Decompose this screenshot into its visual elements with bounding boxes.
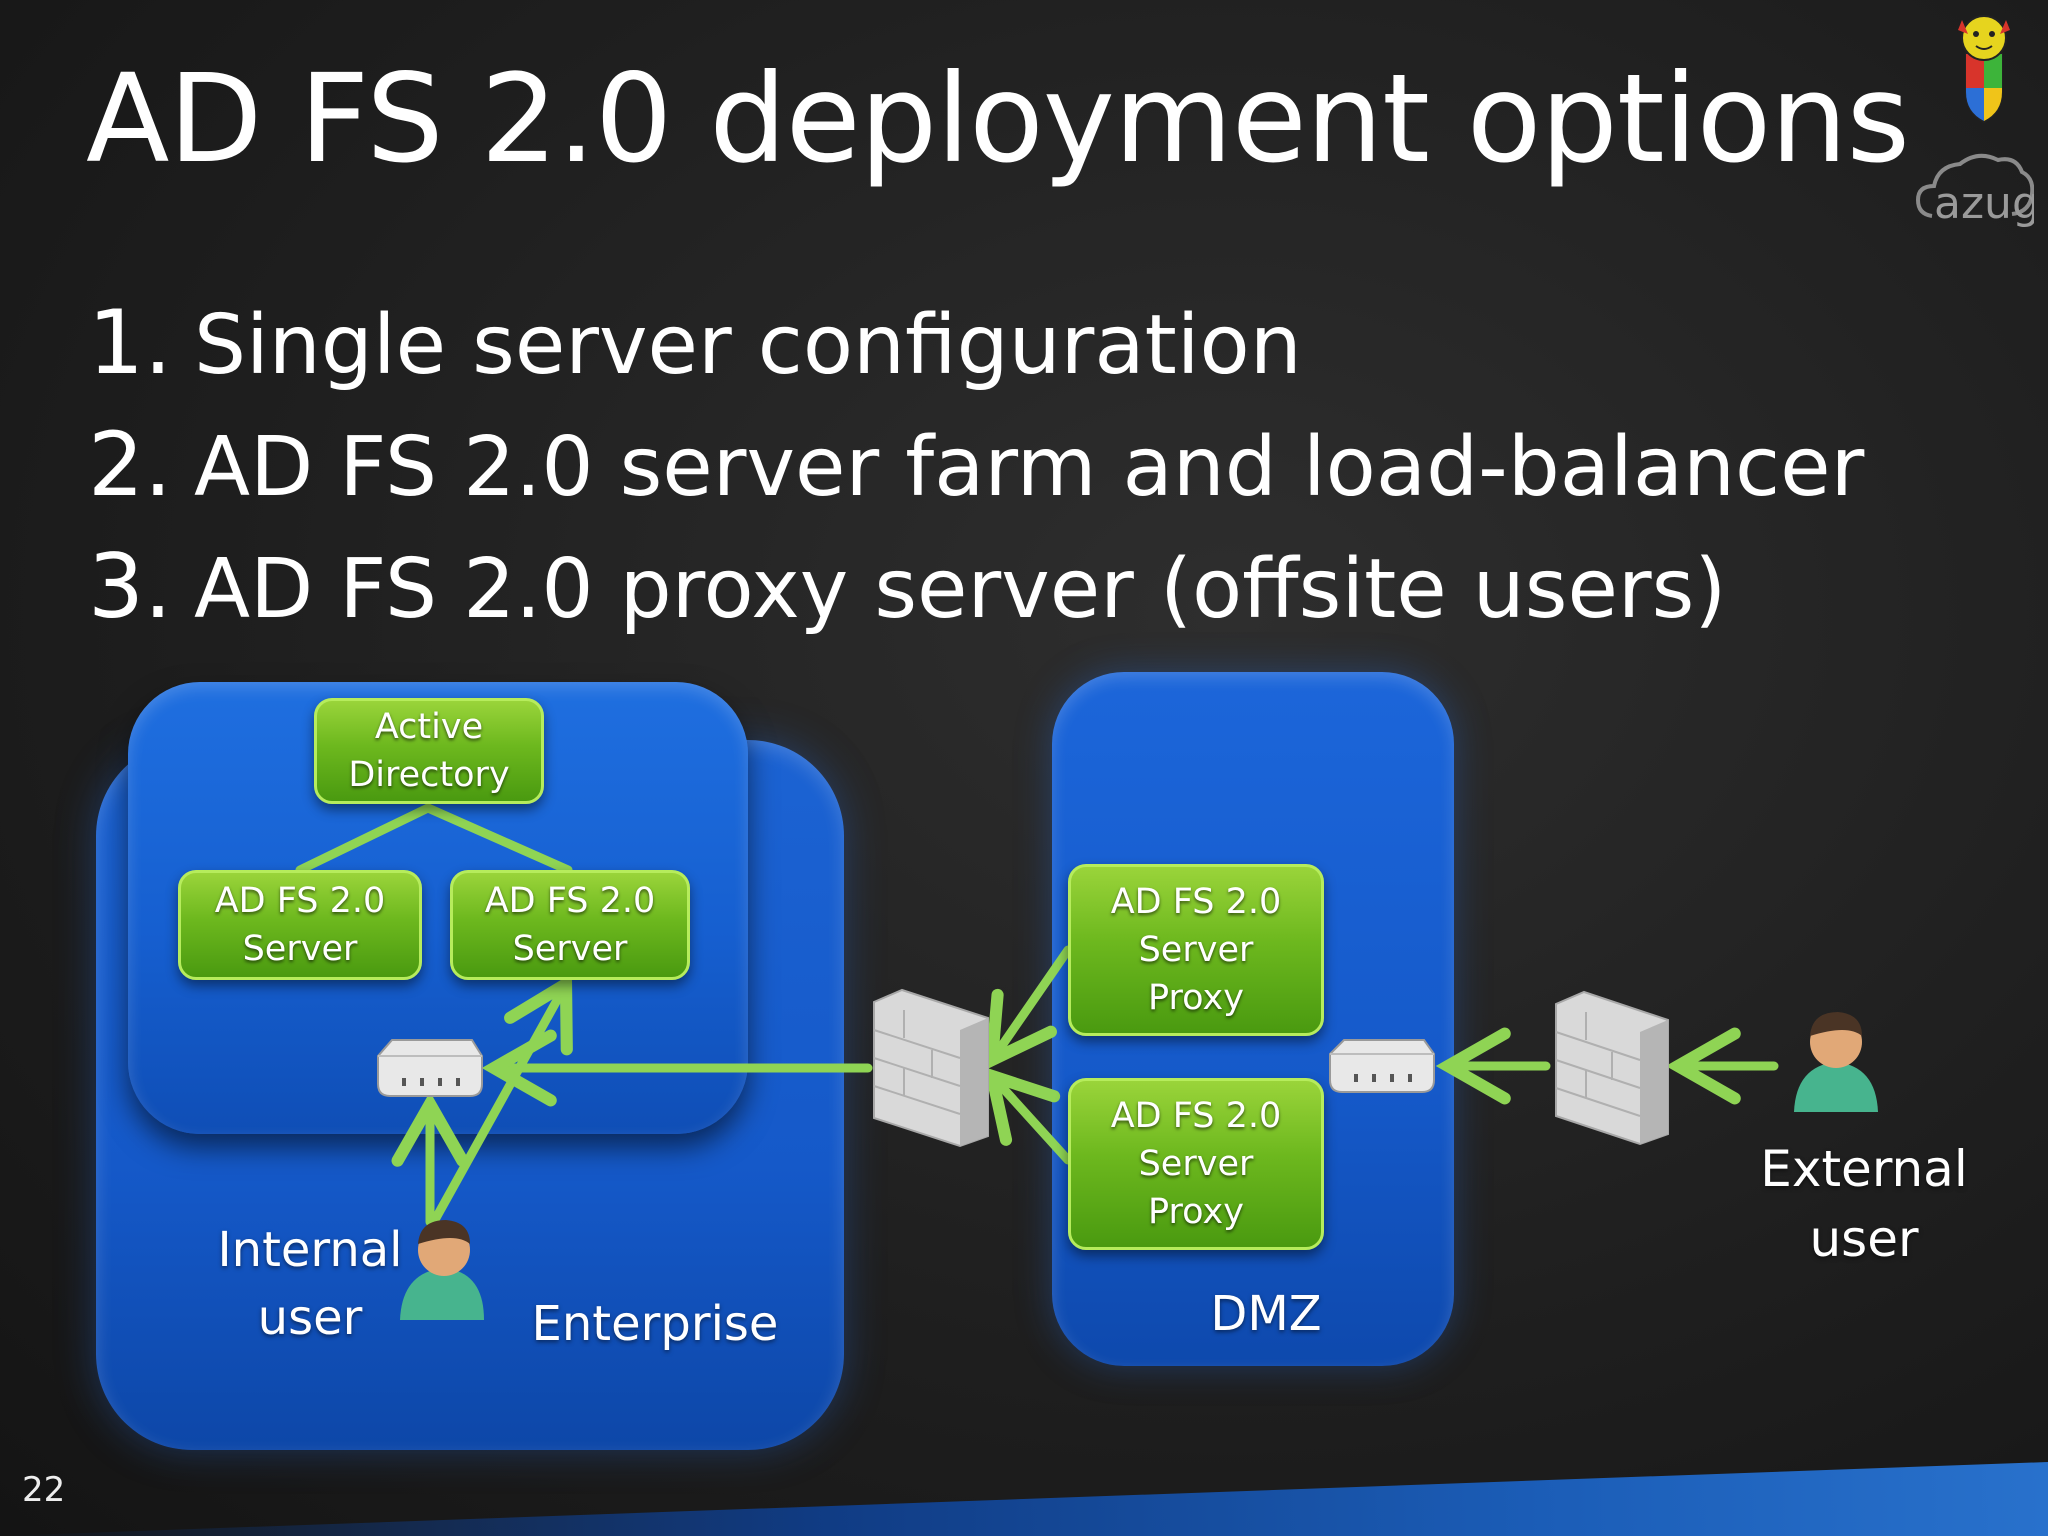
load-balancer-icon xyxy=(377,1039,483,1097)
link-ad-server1 xyxy=(295,803,433,875)
slide-title: AD FS 2.0 deployment options xyxy=(86,48,1910,190)
logo-icon: azug xyxy=(1904,0,2040,240)
adfs-proxy-node: AD FS 2.0 Server Proxy xyxy=(1068,1078,1324,1250)
option-text: AD FS 2.0 proxy server (offsite users) xyxy=(193,542,1727,637)
external-user-label: External user xyxy=(1760,1140,1968,1268)
user-icon xyxy=(1794,1012,1878,1112)
option-number: 2. xyxy=(88,413,172,516)
adfs-server-node: AD FS 2.0 Server xyxy=(178,870,422,980)
options-list: 1.Single server configuration 2.AD FS 2.… xyxy=(88,282,1864,648)
page-number: 22 xyxy=(22,1470,66,1510)
adfs-server-node: AD FS 2.0 Server xyxy=(450,870,690,980)
firewall-icon xyxy=(873,988,989,1148)
firewall-icon xyxy=(1555,990,1669,1146)
active-directory-node: Active Directory xyxy=(314,698,544,804)
link-ad-server2 xyxy=(423,803,573,875)
load-balancer-icon xyxy=(1329,1039,1435,1093)
arrow-proxy1-to-firewall xyxy=(985,945,1073,1071)
option-number: 3. xyxy=(88,535,172,638)
enterprise-label: Enterprise xyxy=(531,1296,779,1352)
internal-user-label: Internal user xyxy=(217,1222,403,1346)
adfs-proxy-node: AD FS 2.0 Server Proxy xyxy=(1068,864,1324,1036)
user-icon xyxy=(400,1220,484,1320)
option-item: 2.AD FS 2.0 server farm and load-balance… xyxy=(88,404,1864,526)
option-text: AD FS 2.0 server farm and load-balancer xyxy=(193,420,1865,515)
dmz-label: DMZ xyxy=(1210,1286,1322,1342)
option-item: 3.AD FS 2.0 proxy server (offsite users) xyxy=(88,526,1864,648)
option-number: 1. xyxy=(88,291,172,394)
arrow-proxy2-to-firewall xyxy=(983,1066,1073,1165)
option-item: 1.Single server configuration xyxy=(88,282,1864,404)
logo-text: azug xyxy=(1934,178,2034,229)
option-text: Single server configuration xyxy=(193,298,1302,393)
